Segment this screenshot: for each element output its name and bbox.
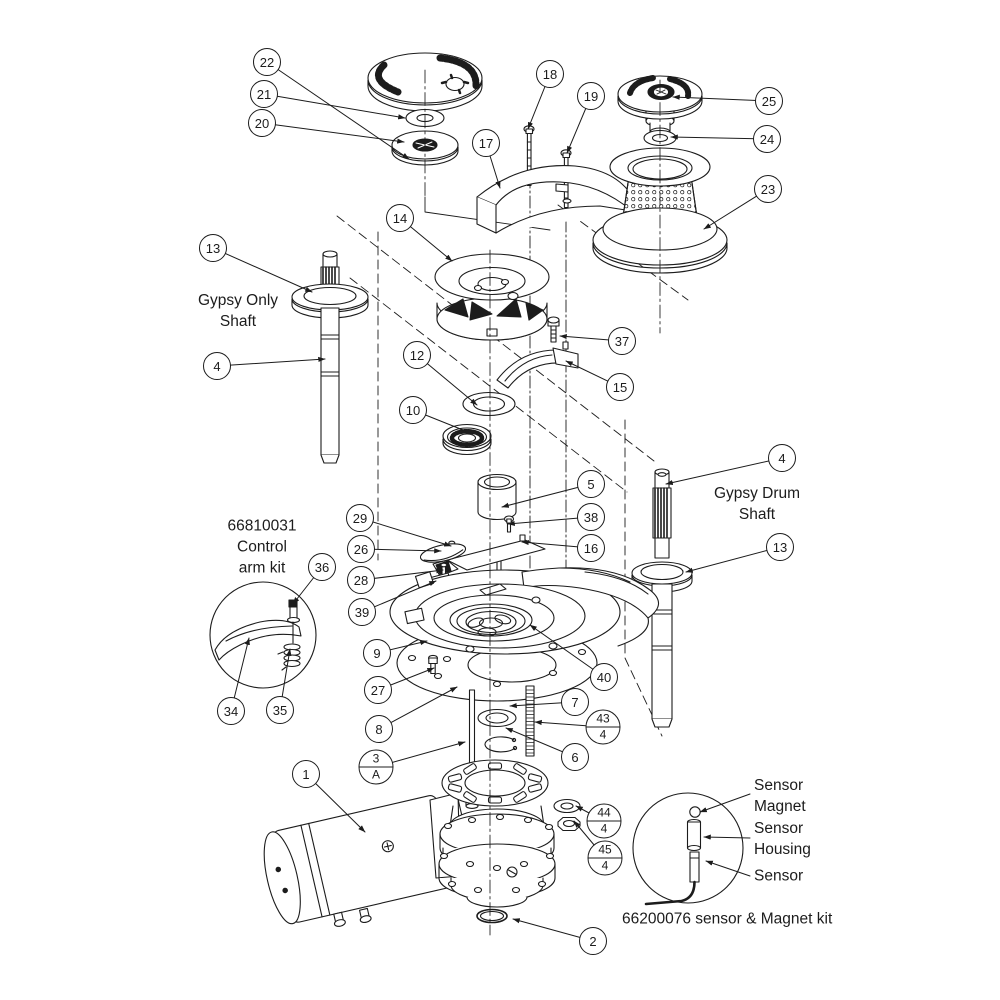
- balloon-12: 12: [403, 341, 431, 369]
- balloon-25: 25: [755, 87, 783, 115]
- ring-gear: [441, 759, 549, 807]
- balloon-4-left: 4: [203, 352, 231, 380]
- balloon-13-left: 13: [199, 234, 227, 262]
- balloon-4-right: 4: [768, 444, 796, 472]
- bearing: [442, 423, 492, 456]
- balloon-7: 7: [561, 688, 589, 716]
- seal-ring: [462, 391, 516, 417]
- balloon-20: 20: [248, 109, 276, 137]
- balloon-19: 19: [577, 82, 605, 110]
- balloon-5: 5: [577, 470, 605, 498]
- balloon-1: 1: [292, 760, 320, 788]
- balloon-35: 35: [266, 696, 294, 724]
- balloon-40: 40: [590, 663, 618, 691]
- balloon-6: 6: [561, 743, 589, 771]
- gypsy-only-shaft: [291, 250, 369, 464]
- o-ring: [476, 908, 508, 924]
- arm-cover: [419, 543, 467, 563]
- balloon-38: 38: [577, 503, 605, 531]
- balloon-9: 9: [363, 639, 391, 667]
- stripper-screw: [547, 316, 560, 343]
- label-sensor: Sensor: [754, 867, 804, 885]
- balloon-26: 26: [347, 535, 375, 563]
- balloon-24: 24: [753, 125, 781, 153]
- label-sensor-housing: Sensor Housing: [754, 820, 811, 858]
- gypsy-wheel: [434, 253, 550, 341]
- circlip: [484, 736, 518, 753]
- balloon-13-right: 13: [766, 533, 794, 561]
- centerlines: [424, 69, 661, 936]
- balloon-29: 29: [346, 504, 374, 532]
- balloon-18: 18: [536, 60, 564, 88]
- label-sensor-kit: 66200076 sensor & Magnet kit: [622, 910, 833, 928]
- spacer-bushing: [477, 473, 517, 521]
- balloon-37: 37: [608, 327, 636, 355]
- threaded-rod: [525, 685, 535, 757]
- washer-7: [477, 708, 517, 728]
- balloon-8: 8: [365, 715, 393, 743]
- balloon-14: 14: [386, 204, 414, 232]
- balloon-22: 22: [253, 48, 281, 76]
- balloon-21: 21: [250, 80, 278, 108]
- label-gypsy-only-shaft: Gypsy Only Shaft: [197, 292, 279, 330]
- label-control-arm-kit: 66810031 Control arm kit: [227, 517, 297, 577]
- balloon-36: 36: [308, 553, 336, 581]
- balloon-34: 34: [217, 697, 245, 725]
- balloon-15: 15: [606, 373, 634, 401]
- balloon-23: 23: [754, 175, 782, 203]
- balloon-28: 28: [347, 566, 375, 594]
- label-sensor-magnet: Sensor Magnet: [754, 777, 806, 815]
- control-arm-detail: [209, 581, 317, 689]
- main-housing: [389, 567, 660, 655]
- balloon-27: 27: [364, 676, 392, 704]
- label-gypsy-drum-shaft: Gypsy Drum Shaft: [713, 485, 801, 523]
- gearbox: [429, 792, 556, 908]
- balloon-2: 2: [579, 927, 607, 955]
- balloon-17: 17: [472, 129, 500, 157]
- chain-pipe-cover: [476, 165, 633, 234]
- balloon-16: 16: [577, 534, 605, 562]
- balloon-10: 10: [399, 396, 427, 424]
- balloon-39: 39: [348, 598, 376, 626]
- sensor-detail: [632, 792, 744, 906]
